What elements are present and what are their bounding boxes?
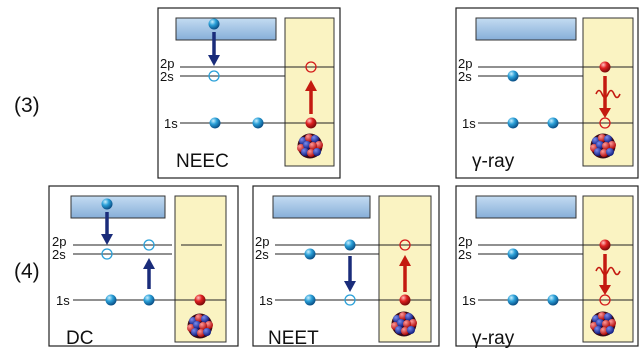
gamma-wave-icon	[595, 89, 621, 99]
level-1s-label: 1s	[462, 116, 476, 131]
level-1s-label: 1s	[164, 116, 178, 131]
level-1s-label: 1s	[259, 293, 273, 308]
continuum-band	[175, 17, 277, 41]
nuclear-excited-state	[599, 239, 611, 251]
panel-neet: 2p 2s 1s NEET	[252, 185, 440, 348]
2s-vacancy	[208, 70, 220, 82]
1s-electron	[507, 117, 519, 129]
panel-caption: NEEC	[176, 151, 229, 172]
level-1s-label: 1s	[462, 293, 476, 308]
2p-vacancy	[143, 239, 155, 251]
gamma-wave-icon	[595, 266, 621, 276]
electron-decay-arrow-head	[344, 281, 356, 292]
level-2p-label: 2p	[458, 234, 472, 249]
level-2p-label: 2p	[255, 234, 269, 249]
continuum-band	[70, 195, 166, 219]
nuclear-ground-state-empty	[599, 117, 611, 129]
panel-caption: DC	[66, 328, 93, 348]
1s-electron	[507, 294, 519, 306]
continuum-band	[272, 195, 371, 219]
panel-caption: NEET	[268, 328, 319, 348]
level-2p-label: 2p	[458, 56, 472, 71]
continuum-band	[475, 17, 577, 41]
1s-electron	[547, 294, 559, 306]
panel-caption: γ-ray	[472, 328, 515, 348]
level-2s-label: 2s	[458, 247, 472, 262]
1s-electron	[105, 294, 117, 306]
1s-electron	[209, 117, 221, 129]
2s-electron	[304, 248, 316, 260]
level-2s-label: 2s	[458, 69, 472, 84]
1s-electron	[547, 117, 559, 129]
nuclear-excited-state-empty	[305, 61, 317, 73]
1s-vacancy	[344, 294, 356, 306]
2s-electron	[507, 248, 519, 260]
capture-arrow-head	[101, 234, 113, 245]
2s-vacancy	[101, 248, 113, 260]
1s-electron	[252, 117, 264, 129]
row-label-3: (3)	[14, 94, 40, 117]
nuclear-decay-arrow-head	[599, 108, 611, 118]
nuclear-decay-arrow-head	[599, 285, 611, 295]
level-2p-label: 2p	[160, 56, 174, 71]
excitation-arrow-head	[143, 258, 155, 269]
2p-electron	[344, 239, 356, 251]
2s-electron	[507, 70, 519, 82]
panel-gamma-ray-row4: 2p 2s 1s γ-ray	[455, 185, 639, 348]
level-1s-label: 1s	[56, 293, 70, 308]
nuclear-excitation-arrow-head	[399, 255, 411, 266]
level-2s-label: 2s	[255, 247, 269, 262]
nuclear-excited-state	[599, 61, 611, 73]
level-2s-label: 2s	[52, 247, 66, 262]
continuum-band	[475, 195, 577, 219]
nuclear-ground-state	[399, 294, 411, 306]
row-label-4: (4)	[14, 260, 40, 283]
nuclear-ground-state-empty	[599, 294, 611, 306]
panel-dc: 2p 2s 1s DC	[48, 185, 239, 348]
1s-electron	[143, 294, 155, 306]
level-2p-label: 2p	[52, 234, 66, 249]
nuclear-ground-state	[305, 117, 317, 129]
nuclear-excited-state-empty	[399, 239, 411, 251]
nuclear-excitation-arrow-head	[305, 80, 317, 91]
capture-arrow-head	[208, 55, 220, 66]
panel-caption: γ-ray	[472, 151, 515, 172]
1s-electron	[304, 294, 316, 306]
panel-gamma-ray-row3: 2p 2s 1s γ-ray	[455, 7, 639, 179]
continuum-electron	[208, 18, 220, 30]
level-2s-label: 2s	[160, 69, 174, 84]
continuum-electron	[101, 198, 113, 210]
panel-neec: 2p 2s 1s NEEC	[157, 7, 341, 179]
nuclear-ground-state	[194, 294, 206, 306]
